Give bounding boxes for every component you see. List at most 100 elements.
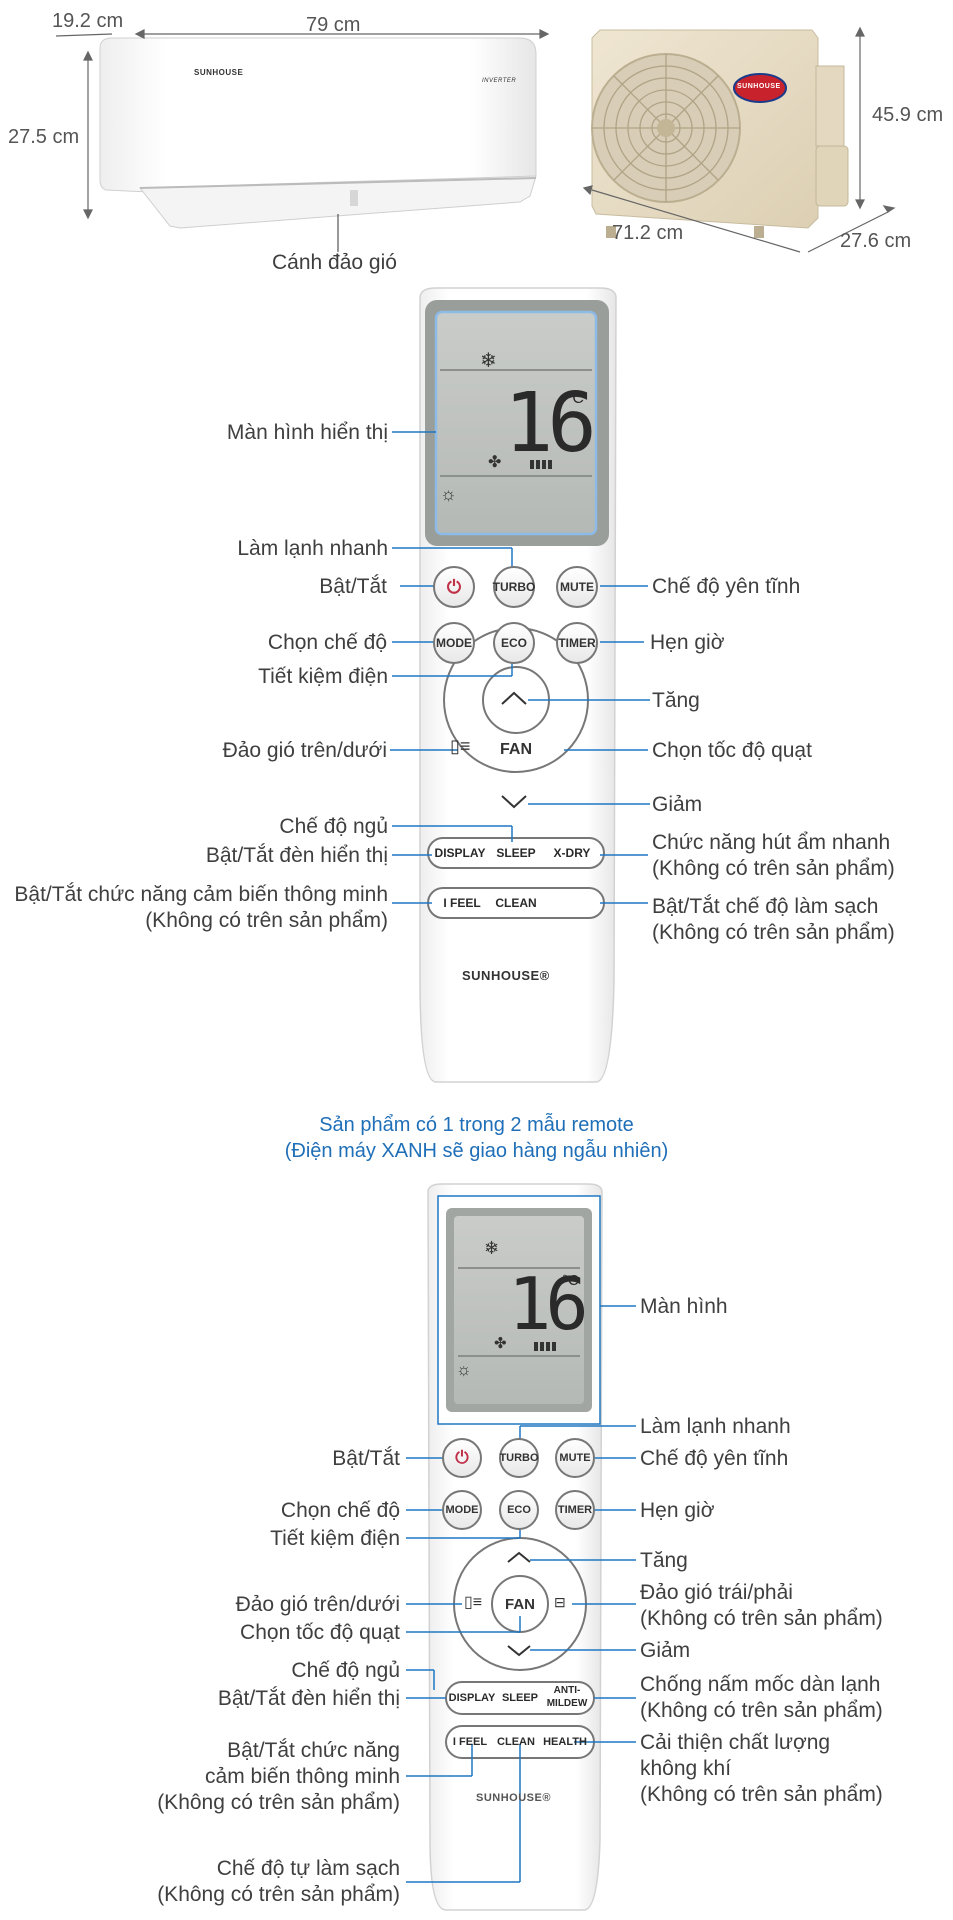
remote1-label-clean-line2: (Không có trên sản phẩm) (652, 921, 895, 944)
remote2-label-up: Tăng (640, 1549, 688, 1572)
remote2-label-health-line2: không khí (640, 1757, 732, 1780)
remote1-xdry-button[interactable]: X-DRY (553, 846, 591, 860)
remote1-up-button[interactable] (500, 690, 530, 714)
note-line1: Sản phẩm có 1 trong 2 mẫu remote (319, 1114, 634, 1136)
remote1-clean-button[interactable]: CLEAN (495, 896, 537, 910)
remote2-eco-button[interactable]: ECO (499, 1490, 539, 1530)
remote2-power-button[interactable]: ⏻ (442, 1438, 482, 1478)
remote2-timer-button[interactable]: TIMER (555, 1490, 595, 1530)
remote2-up-button[interactable] (506, 1548, 534, 1568)
remote2-anti-mildew-button[interactable]: ANTI- MILDEW (544, 1684, 590, 1710)
remote1-lcd-unit: °C (566, 390, 584, 407)
remote2-label-ifeel-line1: Bật/Tắt chức năng (227, 1739, 400, 1762)
remote1-label-swing-vertical: Đảo gió trên/dưới (222, 739, 387, 762)
remote2-label-timer: Hẹn giờ (640, 1499, 715, 1522)
remote1-label-ifeel-line2: (Không có trên sản phẩm) (145, 909, 388, 932)
remote1-power-button[interactable]: ⏻ (433, 566, 475, 608)
remote2-anti-mildew-line1: ANTI- (553, 1685, 581, 1696)
remote2-label-mute: Chế độ yên tĩnh (640, 1447, 789, 1470)
remote1-label-sleep: Chế độ ngủ (279, 815, 388, 838)
remote2-mute-button[interactable]: MUTE (555, 1438, 595, 1478)
outdoor-height-dimension: 45.9 cm (872, 104, 944, 126)
remote1-eco-button[interactable]: ECO (493, 622, 535, 664)
remote2-leader-lines (406, 1305, 636, 1883)
outdoor-dimension-lines (582, 26, 896, 253)
remote2-label-display: Bật/Tắt đèn hiển thị (217, 1687, 400, 1710)
remote2-label-swing-horizontal-line2: (Không có trên sản phẩm) (640, 1607, 883, 1630)
remote2-ifeel-button[interactable]: I FEEL (452, 1736, 488, 1748)
remote1-swing-vertical-icon[interactable]: ▯≡ (450, 736, 471, 756)
remote2-brand: SUNHOUSE® (476, 1792, 551, 1804)
remote2-label-ifeel-line2: cảm biến thông minh (205, 1765, 400, 1788)
remote2-label-swing-vertical: Đảo gió trên/dưới (235, 1593, 400, 1616)
remote2-down-button[interactable] (506, 1640, 534, 1660)
remote1-label-xdry-line1: Chức năng hút ẩm nhanh (652, 831, 891, 854)
remote1-label-display: Bật/Tắt đèn hiển thị (205, 844, 388, 867)
remote1-fan-icon: ✤ (488, 454, 502, 471)
indoor-width-dimension: 79 cm (306, 14, 361, 36)
remote2-lcd-temperature: 16 (508, 1262, 589, 1346)
remote2-label-fan: Chọn tốc độ quạt (240, 1621, 400, 1644)
remote1-label-screen: Màn hình hiển thị (226, 421, 388, 444)
remote2-label-turbo: Làm lạnh nhanh (640, 1415, 791, 1438)
remote1-turbo-button[interactable]: TURBO (493, 566, 535, 608)
indoor-brand-logo: SUNHOUSE (194, 68, 244, 77)
remote2-display-button[interactable]: DISPLAY (448, 1692, 496, 1704)
indoor-depth-dimension: 19.2 cm (52, 10, 124, 32)
remote2-snowflake-icon: ❄ (484, 1238, 500, 1258)
indoor-height-dimension: 27.5 cm (8, 126, 80, 148)
remote2-fan-icon: ✤ (494, 1335, 507, 1352)
remote2-body (427, 1183, 603, 1911)
remote1-label-timer: Hẹn giờ (650, 631, 725, 654)
indoor-unit (99, 37, 537, 229)
note-line2: (Điện máy XANH sẽ giao hàng ngẫu nhiên) (284, 1140, 669, 1162)
remote2-label-screen: Màn hình (640, 1295, 728, 1318)
remote1-label-mode: Chọn chế độ (267, 631, 387, 654)
remote2-label-ifeel-line3: (Không có trên sản phẩm) (157, 1791, 400, 1814)
remote2-clean-button[interactable]: CLEAN (497, 1736, 535, 1748)
remote1-mute-button[interactable]: MUTE (556, 566, 598, 608)
remote1-label-up: Tăng (652, 689, 700, 712)
remote1-leader-lines (390, 431, 650, 904)
remote2-turbo-button[interactable]: TURBO (499, 1438, 539, 1478)
remote2-lcd-unit: °C (562, 1272, 579, 1289)
indoor-dimension-lines (55, 29, 550, 252)
remote1-mode-button[interactable]: MODE (433, 622, 475, 664)
remote2-anti-mildew-line2: MILDEW (546, 1698, 588, 1709)
remote2-swing-horizontal-icon[interactable]: ⊟ (554, 1594, 566, 1610)
remote2-label-health-line3: (Không có trên sản phẩm) (640, 1783, 883, 1806)
remote1-sleep-button[interactable]: SLEEP (496, 846, 536, 860)
outdoor-unit (591, 29, 849, 238)
remote1-label-turbo: Làm lạnh nhanh (237, 537, 388, 560)
remote2-label-clean-line1: Chế độ tự làm sạch (216, 1857, 400, 1880)
remote2-light-icon: ☼ (456, 1360, 472, 1379)
remote2-label-clean-line2: (Không có trên sản phẩm) (157, 1883, 400, 1906)
remote1-display-button[interactable]: DISPLAY (434, 846, 486, 860)
remote1-label-down: Giảm (652, 793, 703, 816)
remote1-snowflake-icon: ❄ (480, 350, 497, 372)
remote1-light-icon: ☼ (440, 484, 457, 504)
remote2-label-swing-horizontal-line1: Đảo gió trái/phải (640, 1581, 793, 1604)
remote1-label-power: Bật/Tắt (319, 575, 387, 598)
remote2-fan-button[interactable]: FAN (505, 1595, 535, 1613)
louver-label: Cánh đảo gió (272, 251, 397, 274)
remote2-sleep-button[interactable]: SLEEP (501, 1692, 539, 1704)
outdoor-brand-badge: SUNHOUSE (737, 83, 781, 90)
remote1-lcd-temperature: 16 (504, 376, 597, 471)
remote1-label-mute: Chế độ yên tĩnh (652, 575, 801, 598)
remote1-fan-button[interactable]: FAN (500, 741, 532, 758)
remote2-health-button[interactable]: HEALTH (543, 1736, 587, 1748)
remote2-swing-vertical-icon[interactable]: ▯≡ (464, 1594, 483, 1611)
remote1-ifeel-button[interactable]: I FEEL (443, 896, 481, 910)
outdoor-width-dimension: 71.2 cm (612, 222, 684, 244)
remote1-label-xdry-line2: (Không có trên sản phẩm) (652, 857, 895, 880)
remote2-label-mode: Chọn chế độ (280, 1499, 400, 1522)
remote2-label-health-line1: Cải thiện chất lượng (640, 1731, 831, 1754)
remote1-down-button[interactable] (500, 788, 530, 812)
remote1-timer-button[interactable]: TIMER (556, 622, 598, 664)
remote2-label-down: Giảm (640, 1639, 691, 1662)
remote1-label-ifeel-line1: Bật/Tắt chức năng cảm biến thông minh (14, 883, 388, 906)
outdoor-depth-dimension: 27.6 cm (840, 230, 912, 252)
remote2-mode-button[interactable]: MODE (442, 1490, 482, 1530)
